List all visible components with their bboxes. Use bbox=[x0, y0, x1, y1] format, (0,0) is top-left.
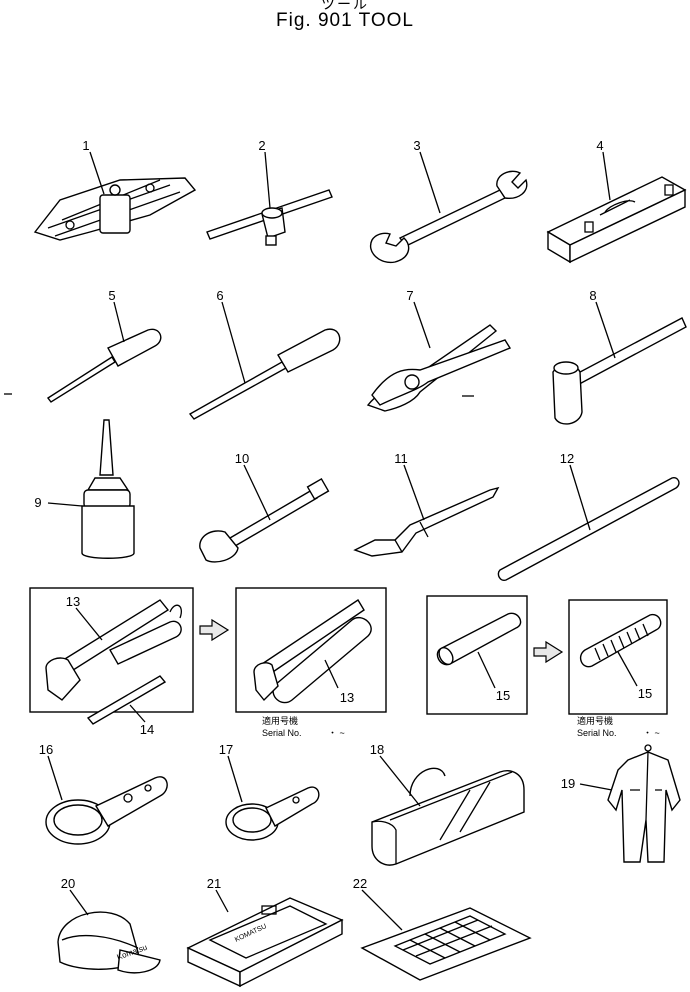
manual-sheet-illustration bbox=[360, 907, 532, 981]
leader-9 bbox=[47, 502, 83, 507]
serial-label-jp-1: 適用号機 bbox=[262, 715, 298, 726]
leader-4 bbox=[602, 151, 611, 201]
leader-15b bbox=[617, 651, 638, 687]
leader-17 bbox=[227, 755, 243, 803]
cap-illustration: Komatsu bbox=[57, 911, 161, 974]
tool-bag-illustration bbox=[371, 767, 525, 866]
leader-6 bbox=[221, 301, 246, 384]
leader-16 bbox=[47, 755, 63, 801]
leader-18 bbox=[379, 755, 421, 807]
serial-label-jp-2: 適用号機 bbox=[577, 715, 613, 726]
callout-3: 3 bbox=[413, 138, 420, 153]
small-screwdriver-illustration bbox=[46, 328, 162, 403]
pliers-illustration bbox=[366, 324, 512, 412]
hammer-illustration bbox=[552, 317, 687, 425]
leader-8 bbox=[595, 301, 616, 359]
wrench-set-illustration bbox=[33, 177, 197, 241]
callout-19: 19 bbox=[561, 776, 575, 791]
callout-8: 8 bbox=[589, 288, 596, 303]
leader-19 bbox=[579, 783, 613, 791]
callout-22: 22 bbox=[353, 876, 367, 891]
leader-15a bbox=[477, 651, 496, 689]
callout-11: 11 bbox=[394, 451, 408, 466]
callout-20: 20 bbox=[61, 876, 75, 891]
callout-13a: 13 bbox=[66, 594, 80, 609]
leader-7 bbox=[413, 301, 431, 349]
figure-title: Fig. 901 TOOL bbox=[276, 10, 414, 31]
leader-14 bbox=[129, 704, 146, 723]
filter-wrench-large-illustration bbox=[45, 776, 168, 845]
callout-5: 5 bbox=[108, 288, 115, 303]
leader-20 bbox=[69, 889, 89, 916]
leader-1 bbox=[89, 151, 105, 195]
serial-label-1: Serial No. bbox=[262, 728, 302, 738]
t-handle-socket-illustration bbox=[206, 189, 333, 246]
leader-12 bbox=[569, 464, 591, 531]
callout-6: 6 bbox=[216, 288, 223, 303]
callout-13b: 13 bbox=[340, 690, 354, 705]
grease-gun-old-panel bbox=[29, 587, 194, 725]
handle-bar-illustration bbox=[497, 476, 680, 582]
leader-21 bbox=[215, 889, 229, 913]
callout-9: 9 bbox=[34, 495, 41, 510]
callout-10: 10 bbox=[235, 451, 249, 466]
leader-11 bbox=[403, 464, 425, 521]
serial-range-1: ・ ~ bbox=[328, 728, 345, 738]
callout-1: 1 bbox=[82, 138, 89, 153]
arrow-right-icon bbox=[199, 618, 230, 642]
callout-2: 2 bbox=[258, 138, 265, 153]
callout-12: 12 bbox=[560, 451, 574, 466]
coverall-illustration bbox=[607, 744, 681, 863]
callout-7: 7 bbox=[406, 288, 413, 303]
leader-10 bbox=[243, 464, 271, 521]
callout-4: 4 bbox=[596, 138, 603, 153]
leader-3 bbox=[419, 151, 441, 214]
pry-bar-illustration bbox=[353, 486, 500, 557]
leader-13b bbox=[324, 659, 339, 689]
grease-gun-new-panel bbox=[235, 587, 387, 713]
open-end-wrench-illustration bbox=[369, 170, 528, 264]
callout-15b: 15 bbox=[638, 686, 652, 701]
filter-wrench-small-illustration bbox=[225, 786, 320, 841]
serial-label-2: Serial No. bbox=[577, 728, 617, 738]
extension-bar-illustration bbox=[199, 477, 330, 563]
callout-21: 21 bbox=[207, 876, 221, 891]
callout-17: 17 bbox=[219, 742, 233, 757]
large-screwdriver-illustration bbox=[188, 328, 341, 420]
callout-18: 18 bbox=[370, 742, 384, 757]
hose-old-panel bbox=[426, 595, 528, 715]
callout-14: 14 bbox=[140, 722, 154, 737]
serial-range-2: ・ ~ bbox=[643, 728, 660, 738]
leader-22 bbox=[361, 889, 403, 931]
callout-16: 16 bbox=[39, 742, 53, 757]
tool-box-illustration bbox=[546, 176, 687, 264]
callout-15a: 15 bbox=[496, 688, 510, 703]
oil-can-illustration bbox=[81, 419, 135, 559]
arrow-right-icon-2 bbox=[533, 640, 564, 664]
leader-5 bbox=[113, 301, 125, 343]
leader-2 bbox=[264, 151, 271, 209]
hose-new-panel bbox=[568, 599, 668, 715]
figure-subtitle-jp: ツール bbox=[321, 0, 369, 12]
leader-13a bbox=[75, 607, 103, 641]
parts-case-illustration: KOMATSU bbox=[186, 897, 344, 988]
